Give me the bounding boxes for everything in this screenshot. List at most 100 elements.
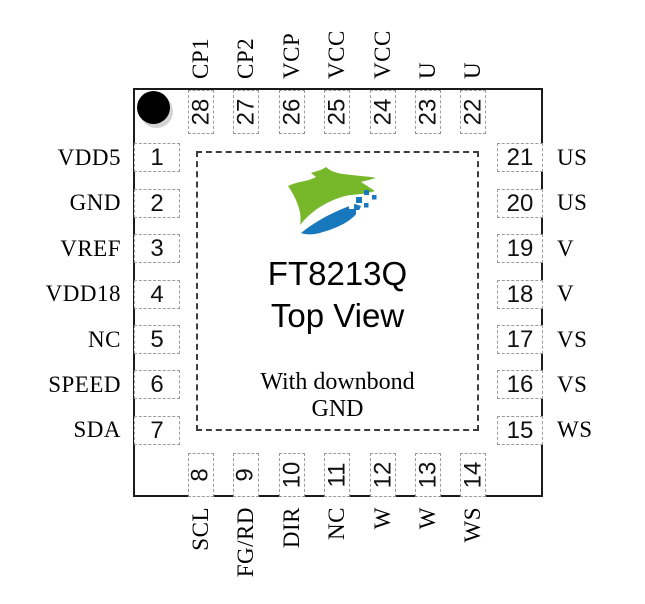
pin-label-1: VDD5 [57,145,121,170]
pin-box-7: 7 [134,416,180,445]
pin-number-18: 18 [506,280,534,308]
pin-number-9: 9 [231,468,259,482]
pin-box-12: 12 [369,453,397,497]
pin-number-7: 7 [150,416,164,444]
pin-box-3: 3 [134,234,180,263]
pin-number-21: 21 [506,143,534,171]
pin-label-19: V [557,236,575,261]
pin-label-3: VREF [60,236,121,261]
pin-label-21: US [557,145,588,170]
pin-label-10: DIR [279,507,304,549]
logo-pixel [364,190,369,195]
view-label: Top View [270,297,405,334]
logo-pixel [356,210,360,214]
pin-box-2: 2 [134,189,180,218]
pin-number-5: 5 [150,325,164,353]
pin-box-21: 21 [497,143,543,172]
pin-number-8: 8 [186,468,214,482]
pin-box-15: 15 [497,416,543,445]
pin-box-16: 16 [497,370,543,399]
pin-number-14: 14 [459,461,487,489]
pin-label-8: SCL [188,507,213,551]
pin-number-12: 12 [369,461,397,489]
pin-number-23: 23 [414,98,442,126]
pin-label-28: CP1 [188,37,213,79]
pin-label-20: US [557,190,588,215]
pin-box-25: 25 [323,90,351,134]
pin-box-19: 19 [497,234,543,263]
pin-number-1: 1 [150,143,164,171]
pin-label-6: SPEED [48,372,121,397]
pin-label-12: W [370,507,395,530]
pin-box-23: 23 [414,90,442,134]
pin-label-26: VCP [279,32,304,79]
pin-label-5: NC [88,327,121,352]
pin-box-24: 24 [369,90,397,134]
pin-label-23: U [415,61,440,79]
pin-box-14: 14 [459,453,487,497]
pin-label-27: CP2 [233,37,258,79]
pin-number-20: 20 [506,189,534,217]
pin-label-11: NC [324,507,349,540]
pin-box-22: 22 [459,90,487,134]
pin-number-3: 3 [150,234,164,262]
pin-box-20: 20 [497,189,543,218]
pin-number-10: 10 [278,461,306,489]
logo-swoosh-shape [301,204,361,235]
logo-pixel [356,197,362,203]
part-number: FT8213Q [267,255,408,292]
pin-label-9: FG/RD [233,507,258,578]
pin-label-18: V [557,281,575,306]
pin-box-11: 11 [323,453,351,497]
pin-label-15: WS [557,417,593,442]
pin-number-22: 22 [459,98,487,126]
pin-number-2: 2 [150,189,164,217]
pin-box-1: 1 [134,143,180,172]
pin-box-6: 6 [134,370,180,399]
chip-package-outline [133,88,543,497]
pin-number-26: 26 [278,98,306,126]
logo-animal-head-shape [288,167,376,225]
pin-number-6: 6 [150,370,164,398]
pin-box-4: 4 [134,280,180,309]
pin-number-17: 17 [506,325,534,353]
pin-number-16: 16 [506,370,534,398]
pin-label-16: VS [557,372,588,397]
pin-box-27: 27 [232,90,260,134]
pin-box-5: 5 [134,325,180,354]
pin-box-18: 18 [497,280,543,309]
pin-number-11: 11 [323,462,351,488]
downbond-die-outline [196,151,479,431]
logo-pixel [364,203,369,208]
pin-number-4: 4 [150,280,164,308]
pin-box-13: 13 [414,453,442,497]
pin-label-24: VCC [370,30,395,79]
pin-number-15: 15 [506,416,534,444]
pin-number-24: 24 [369,98,397,126]
pin-box-28: 28 [187,90,215,134]
pin-label-22: U [460,61,485,79]
pin-label-4: VDD18 [45,281,121,306]
pin-number-28: 28 [187,98,215,126]
pin-label-7: SDA [73,417,121,442]
pin1-indicator-dot [137,91,170,124]
logo-pixel [349,204,354,209]
pin-box-8: 8 [186,453,214,497]
downbond-note-line2: GND [311,396,364,422]
pin-box-17: 17 [497,325,543,354]
logo-pixel [372,195,377,200]
pin-number-13: 13 [414,461,442,489]
pin-label-25: VCC [324,30,349,79]
downbond-note-line1: With downbond [260,369,415,395]
pin-number-27: 27 [232,98,260,126]
pin-label-17: VS [557,327,588,352]
pin-label-2: GND [69,190,121,215]
pin-number-25: 25 [323,98,351,126]
pin-box-9: 9 [231,453,259,497]
pin-label-13: W [415,507,440,530]
pin-number-19: 19 [506,234,534,262]
pin-label-14: WS [460,507,485,543]
pin-box-26: 26 [278,90,306,134]
fortior-logo [283,164,393,242]
